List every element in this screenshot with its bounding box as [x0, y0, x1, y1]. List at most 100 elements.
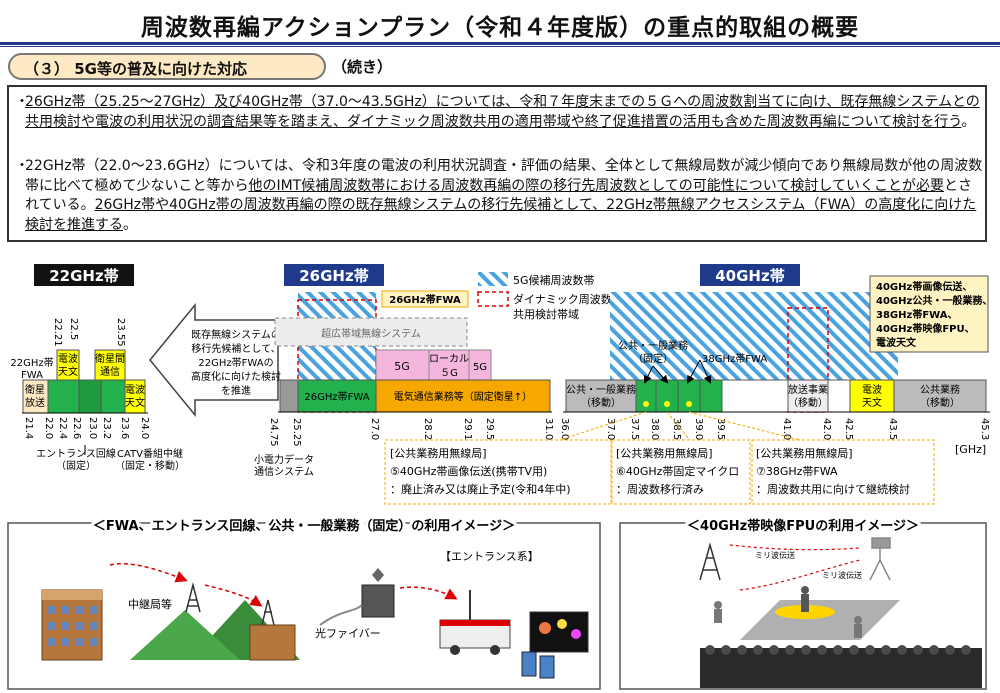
b22-ticks: 21.4 22.0 22.4 22.6 23.0 23.2 23.6 24.0 …	[23, 318, 150, 439]
b40-note-line: 38GHz帯FWA、	[876, 308, 957, 321]
b40-pub3-text1: 公共業務	[920, 383, 960, 396]
b22-entrance	[78, 379, 102, 414]
b40-arrow	[687, 359, 701, 384]
b40-hoso-text2: （移動）	[788, 396, 828, 409]
cameraman-icon	[714, 601, 862, 638]
b22-tick-top: 23.55	[115, 318, 126, 347]
b22-is-text2: 通信	[100, 366, 120, 378]
b40-block-8	[699, 379, 723, 413]
info6-head: [公共業務用無線局]	[616, 446, 713, 460]
b26-5g-block-a	[375, 349, 430, 381]
band-40-label: 40GHz帯	[715, 267, 784, 285]
b26-ticks: 24.75 25.25 27.0 28.2 29.1 29.5 31.0	[268, 418, 554, 447]
b22-ra2-text1: 電波	[125, 383, 145, 396]
b40-tick: 38.5	[671, 418, 682, 440]
info7-line1: ⑦38GHz帯FWA	[756, 465, 838, 478]
info-box-7	[751, 439, 935, 505]
b22-sat-text2: 放送	[25, 396, 45, 409]
b40-tick: 38.0	[649, 418, 660, 440]
b26-5g-a-text: 5G	[394, 360, 410, 373]
arrow-line: 既存無線システムの	[191, 328, 281, 341]
fiber-label: 光ファイバー	[315, 626, 381, 640]
building-right	[249, 624, 296, 661]
legend-dyn-label1: ダイナミック周波数	[513, 292, 612, 306]
page-title: 周波数再編アクションプラン（令和４年度版）の重点的取組の概要	[140, 15, 860, 41]
b26-tick: 27.0	[369, 418, 380, 440]
b22-tick-top: 22.5	[68, 318, 79, 340]
b22-intersat	[94, 349, 126, 381]
info6-line2: ：周波数移行済み	[616, 482, 704, 496]
section-heading: （３） 5G等の普及に向けた対応	[8, 53, 326, 80]
info5-line1: ⑤40GHz帯画像伝送(携帯TV用)	[390, 464, 547, 478]
fwa-box-icon	[361, 584, 395, 618]
b40-tick: 42.0	[821, 418, 832, 440]
b40-arrow	[699, 359, 712, 384]
b40-pubfix-text2: （固定）	[633, 352, 673, 365]
b40-tick: 37.5	[629, 418, 640, 440]
b26-tick: 24.75	[268, 418, 279, 447]
b22-is-text1: 衛星間	[95, 352, 125, 365]
b22-fwa-label2: FWA	[21, 370, 43, 381]
b40-note-box	[869, 275, 989, 353]
summary-box: ・26GHz帯（25.25～27GHz）及び40GHz帯（37.0～43.5GH…	[7, 85, 987, 242]
b26-sat-text: 電気通信業務等（固定衛星↑）	[394, 390, 532, 403]
info6-line1: ⑥40GHz帯固定マイクロ	[616, 464, 739, 478]
info-box-5	[384, 439, 612, 505]
b26-tick: 28.2	[422, 418, 433, 440]
paragraph-2: ・22GHz帯（22.0～23.6GHz）については、令和3年度の電波の利用状況…	[15, 158, 983, 233]
mw-label-2: ミリ波伝送	[822, 570, 862, 580]
b22-tick: 21.4	[23, 417, 34, 439]
b26-tick: 29.5	[484, 418, 495, 440]
info-leader-6	[666, 411, 691, 441]
b26-local5g	[428, 349, 470, 381]
hill	[130, 610, 240, 660]
b40-note: 40GHz帯画像伝送、 40GHz公共・一般業務、 38GHz帯FWA、 40G…	[876, 280, 992, 349]
smartphone-icon	[521, 651, 537, 677]
b40-tick: 43.5	[887, 418, 898, 440]
image-panel-1	[7, 522, 601, 690]
b40-dot	[664, 401, 670, 407]
b40-dot	[686, 401, 692, 407]
b22-ra2-text2: 天文	[125, 396, 145, 409]
b22-catv	[100, 379, 126, 414]
p1-text-a: 26GHz帯（25.25～27GHz）及び40GHz帯（37.0～43.5GHz…	[25, 94, 980, 130]
band-22-label: 22GHz帯	[49, 267, 118, 285]
b22-radio-astro1	[56, 349, 80, 381]
info7-head: [公共業務用無線局]	[756, 446, 853, 460]
b40-unit: [GHz]	[955, 443, 986, 456]
b40-dot	[643, 401, 649, 407]
title-underline	[0, 42, 1000, 45]
migration-arrow	[149, 302, 279, 418]
b40-note-line: 40GHz公共・一般業務、	[876, 294, 992, 307]
b40-tick: 45.3	[979, 418, 990, 440]
b40-block-7	[677, 379, 701, 413]
broadcast-van-icon	[439, 590, 511, 655]
b22-tick: 23.0	[87, 417, 98, 439]
b26-tick: 25.25	[291, 418, 302, 447]
b22-ent-label1: エントランス回線	[36, 447, 116, 460]
b26-lowpower-label2: 通信システム	[254, 466, 314, 478]
info7-line2: ：周波数共用に向けて継続検討	[756, 482, 910, 496]
b40-fwa38-text: 38GHz帯FWA	[702, 352, 767, 365]
b40-gap	[827, 379, 851, 413]
b40-block-5	[635, 379, 657, 413]
b40-pub-text1: 公共・一般業務	[566, 383, 636, 396]
b40-tick: 36.0	[559, 418, 570, 440]
p2-text-b: 他のIMT候補周波数帯における周波数再編の際の移行先周波数としての可能性について…	[248, 177, 944, 194]
arrow-line: 高度化に向けた検討	[191, 370, 281, 383]
p2-text-a: 22GHz帯（22.0～23.6GHz）については、令和3年度の電波の利用状況調…	[25, 158, 983, 194]
arrow-line: 移行先候補として、	[191, 342, 280, 355]
b22-tick: 22.6	[71, 417, 82, 439]
image-panel-1-title: ＜FWA、エントランス回線、公共・一般業務（固定）の利用イメージ＞	[93, 518, 515, 534]
b40-tick: 42.5	[843, 418, 854, 440]
audience-heads	[705, 645, 971, 655]
fiber-line	[319, 604, 363, 626]
b26-fwa-tag	[381, 290, 469, 308]
b22-catv-label1: CATV番組中継	[117, 447, 183, 460]
legend-dyn-swatch	[477, 291, 509, 307]
antenna-icon	[372, 568, 384, 582]
p1-text-b: ダイナミック周波数共用の適用帯域や終了促進措置の活用も含めた周波数再編について検…	[347, 113, 962, 130]
radio-link	[204, 584, 263, 607]
b22-sat-text1: 衛星	[25, 383, 45, 396]
